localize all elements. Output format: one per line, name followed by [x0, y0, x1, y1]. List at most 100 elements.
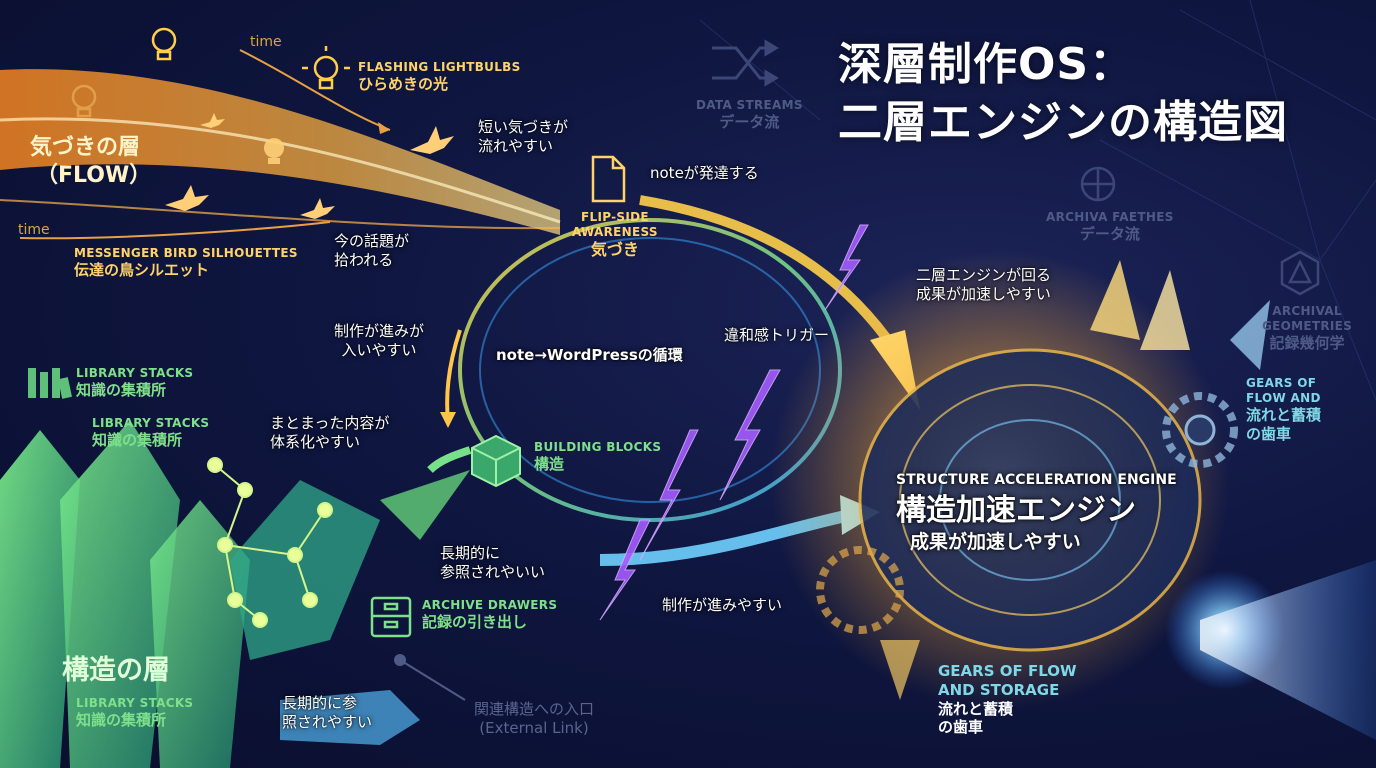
library-stack-icon [28, 368, 72, 399]
time-arrow-top [239, 49, 391, 131]
lightbulbs-jp: ひらめきの光 [358, 75, 449, 93]
gears-bottom-en1: GEARS OF FLOW [938, 662, 1077, 680]
lightbulbs-caption: FLASHING LIGHTBULBS ひらめきの光 [358, 60, 521, 94]
library-caption-2: LIBRARY STACKS 知識の集積所 [92, 416, 209, 450]
archiva-paths-caption: ARCHIVA FAETHES データ流 [1046, 210, 1174, 244]
note-systematize-1: まとまった内容が [270, 414, 390, 432]
note-long-term-ref2-2: 照されやすい [282, 712, 373, 731]
birds-en: MESSENGER BIRD SILHOUETTES [74, 246, 298, 260]
gear-bottom [816, 546, 904, 634]
note-cycle: note→WordPressの循環 [496, 346, 683, 364]
archival-geo-jp: 記録幾何学 [1269, 334, 1345, 352]
archival-geo-en1: ARCHIVAL [1272, 304, 1342, 318]
note-short-awareness: 短い気づきが 流れやすい [478, 118, 568, 156]
library-caption-1: LIBRARY STACKS 知識の集積所 [76, 366, 193, 400]
gears-bottom-en2: AND STORAGE [938, 680, 1060, 699]
flip-jp: 気づき [590, 240, 639, 259]
gears-bottom-caption: GEARS OF FLOW AND STORAGE 流れと蓄積 の歯車 [938, 662, 1077, 737]
lightbulb-icon-3 [71, 84, 97, 118]
bird-icon [165, 113, 454, 219]
archive-drawer-icon [370, 596, 412, 638]
note-systematize: まとまった内容が 体系化やすい [270, 414, 389, 452]
note-production-progress: 制作が進みやすい [662, 596, 783, 614]
library-1-en: LIBRARY STACKS [76, 366, 194, 380]
gears-bottom-jp2: の歯車 [938, 718, 984, 737]
time-label-bottom: time [18, 222, 50, 238]
note-short-awareness-1: 短い気づきが [478, 118, 569, 136]
gear-right [1162, 392, 1238, 468]
data-streams-caption: DATA STREAMS データ流 [696, 98, 803, 132]
engine-jp: 構造加速エンジン [896, 492, 1136, 528]
note-discomfort-trigger: 違和感トリガー [724, 326, 830, 344]
gears-right-jp1: 流れと蓄積 [1246, 406, 1322, 424]
flip-caption: FLIP-SIDE AWARENESS 気づき [572, 210, 658, 260]
time-arrow-bottom [19, 221, 331, 240]
note-production-enters-2: 入いやすい [341, 340, 417, 359]
library-1-jp: 知識の集積所 [76, 381, 167, 399]
archive-drawers-caption: ARCHIVE DRAWERS 記録の引き出し [422, 598, 557, 632]
archiva-paths-jp: データ流 [1079, 225, 1140, 243]
external-link-icon [394, 654, 466, 701]
discomfort-bolts [599, 224, 869, 621]
building-block-icon [471, 434, 521, 488]
flow-layer-title: 気づきの層 [30, 135, 141, 160]
structure-layer-label: 構造の層 [62, 655, 170, 686]
lightbulb-icon-4 [264, 138, 284, 164]
library-caption-3: LIBRARY STACKS 知識の集積所 [76, 696, 193, 730]
data-streams-jp: データ流 [719, 113, 780, 131]
note-long-term-ref2-1: 長期的に参 [282, 694, 358, 712]
building-blocks-jp: 構造 [534, 455, 565, 473]
note-production-enters: 制作が進みが 入いやすい [334, 322, 424, 360]
gears-right-caption: GEARS OF FLOW AND 流れと蓄積 の歯車 [1246, 376, 1321, 444]
structure-crystals [0, 420, 470, 768]
time-label-top: time [250, 34, 282, 50]
note-long-term-ref: 長期的に 参照されやいい [440, 544, 545, 582]
engine-sub: 成果が加速しやすい [910, 531, 1081, 553]
library-3-en: LIBRARY STACKS [76, 696, 194, 710]
flow-layer-sub: （FLOW） [36, 162, 152, 188]
page-title: 深層制作OS： 二層エンジンの構造図 [838, 36, 1288, 152]
note-long-term-ref-1: 長期的に [440, 544, 501, 562]
note-topic-1: 今の話題が [334, 232, 410, 250]
note-short-awareness-2: 流れやすい [478, 136, 554, 155]
note-long-term-ref-2: 長期的に参 照されやすい [282, 694, 372, 732]
archival-geo-en2: GEOMETRIES [1262, 319, 1353, 333]
flip-en1: FLIP-SIDE [581, 210, 649, 224]
network-lines [699, 0, 1376, 401]
archiva-paths-en: ARCHIVA FAETHES [1046, 210, 1174, 224]
note-two-layer-2: 成果が加速しやすい [916, 284, 1051, 303]
engine-caption: STRUCTURE ACCELERATION ENGINE 構造加速エンジン 成… [896, 472, 1177, 555]
lightbulbs-en: FLASHING LIGHTBULBS [358, 60, 521, 74]
library-2-jp: 知識の集積所 [92, 431, 183, 449]
library-2-en: LIBRARY STACKS [92, 416, 210, 430]
archival-geo-caption: ARCHIVAL GEOMETRIES 記録幾何学 [1262, 304, 1352, 353]
title-line-1: 深層制作OS： [838, 39, 1135, 90]
gears-right-en2: FLOW AND [1246, 391, 1321, 405]
note-two-layer: 二層エンジンが回る 成果が加速しやすい [916, 266, 1051, 304]
acceleration-engine [770, 250, 1376, 740]
building-blocks-en: BUILDING BLOCKS [534, 440, 662, 454]
note-topic-picked: 今の話題が 拾われる [334, 232, 409, 270]
external-link-en[interactable]: (External Link) [479, 718, 589, 737]
geometry-icon [1280, 250, 1320, 296]
note-two-layer-1: 二層エンジンが回る [916, 266, 1052, 284]
external-link-jp[interactable]: 関連構造への入口 [474, 700, 595, 718]
note-develops: noteが発達する [650, 164, 759, 182]
lightbulb-icon-2 [151, 27, 177, 61]
note-topic-2: 拾われる [334, 250, 394, 269]
output-beam [1200, 560, 1376, 740]
gears-right-jp2: の歯車 [1246, 424, 1292, 443]
note-production-enters-1: 制作が進みが [334, 322, 425, 340]
archive-drawers-jp: 記録の引き出し [422, 613, 528, 631]
engine-en: STRUCTURE ACCELERATION ENGINE [896, 472, 1177, 488]
title-line-2: 二層エンジンの構造図 [838, 97, 1288, 149]
data-streams-en: DATA STREAMS [696, 98, 803, 112]
flip-en2: AWARENESS [572, 225, 658, 239]
lightbulb-icon [302, 46, 350, 90]
document-icon [591, 155, 626, 203]
birds-caption: MESSENGER BIRD SILHOUETTES 伝達の鳥シルエット [74, 246, 298, 280]
building-blocks-caption: BUILDING BLOCKS 構造 [534, 440, 661, 474]
external-link[interactable]: 関連構造への入口 (External Link) [474, 700, 594, 738]
note-long-term-ref-2: 参照されやいい [440, 562, 546, 581]
